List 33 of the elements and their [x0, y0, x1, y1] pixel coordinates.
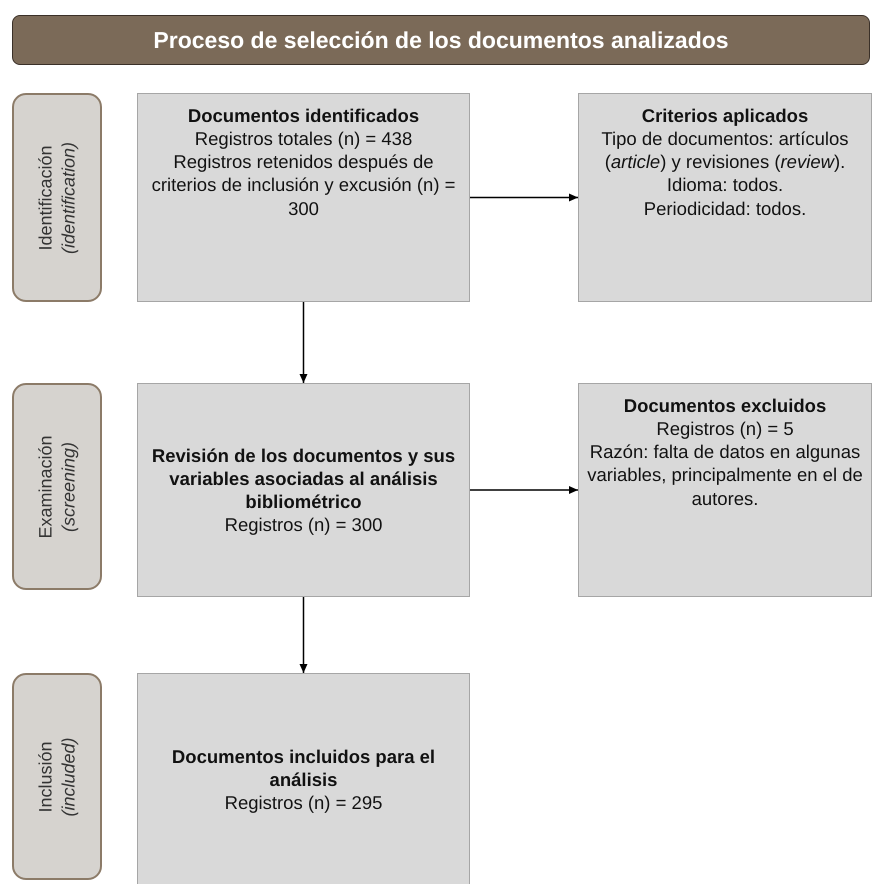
phase-label: [12, 93, 102, 302]
box-text: Tipo de documentos: artículos (article) y revisiones (review).: [600, 127, 850, 174]
box-text: Periodicidad: todos.: [644, 196, 806, 220]
box-heading: Revisión de los documentos y sus variables asociadas al análisis bibliométrico: [150, 444, 456, 514]
phase-text: (identification): [57, 141, 80, 254]
phase-text: (screening): [57, 441, 80, 532]
box-heading: Documentos excluidos: [624, 394, 826, 418]
arrow: [470, 486, 578, 494]
box-text: Registros (n) = 5: [656, 417, 794, 440]
box-text: Registros (n) = 300: [224, 513, 382, 536]
phase-text: (included): [57, 736, 80, 816]
box-text: Razón: falta de datos en algunas variables, principalmente en el de autores.: [587, 440, 863, 510]
process-box: [137, 673, 470, 884]
arrow: [300, 597, 308, 673]
phase-label: [12, 383, 102, 590]
phase-text: Inclusión: [34, 740, 56, 812]
box-heading: Documentos incluidos para el análisis: [170, 744, 436, 792]
phase-text: Examinación: [34, 434, 56, 538]
process-box: [578, 383, 872, 597]
title-banner: Proceso de selección de los documentos analizados: [12, 15, 870, 65]
box-text: Registros (n) = 295: [224, 791, 382, 814]
process-box: [578, 93, 872, 302]
phase-label: [12, 673, 102, 880]
process-box: [137, 383, 470, 597]
box-text: Idioma: todos.: [666, 173, 784, 196]
process-box: [137, 93, 470, 302]
phase-text: Identificación: [34, 144, 56, 250]
box-text: Registros totales (n) = 438: [194, 127, 412, 150]
arrow: [470, 194, 578, 202]
box-heading: Documentos identificados: [188, 104, 420, 128]
box-text: Registros retenidos después de criterios de inclusión y excusión (n) = 300: [150, 150, 456, 220]
arrow: [300, 302, 308, 383]
box-heading: Criterios aplicados: [642, 104, 808, 128]
